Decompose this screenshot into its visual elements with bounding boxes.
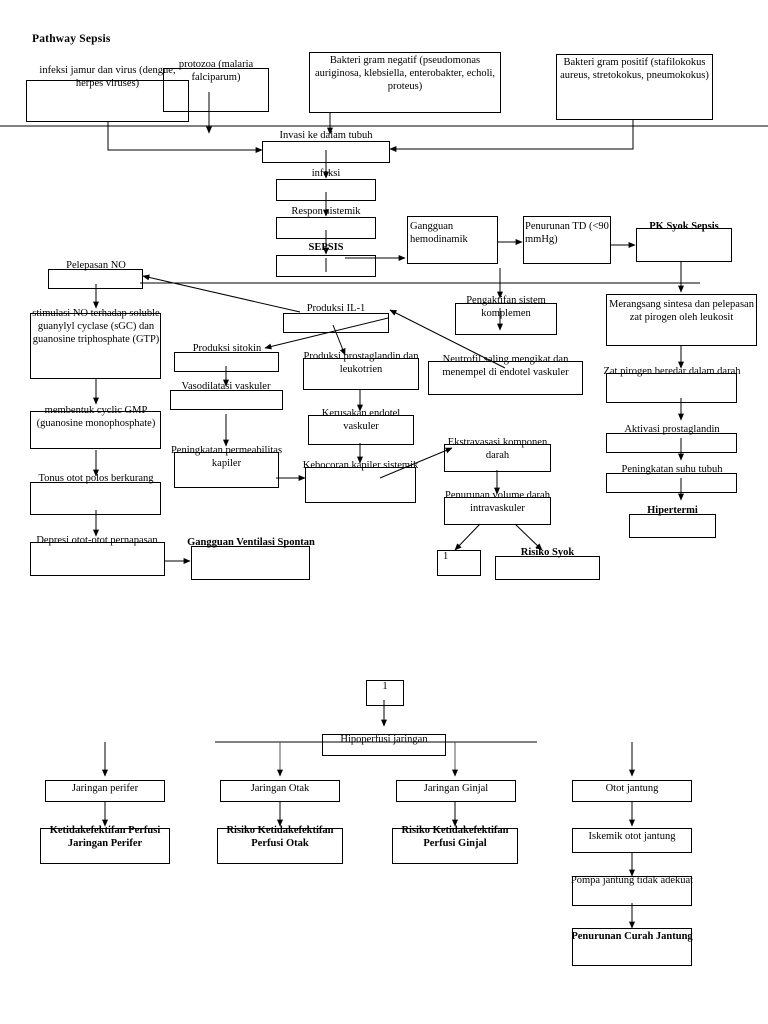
- node-label-invasi: Invasi ke dalam tubuh: [279, 130, 373, 141]
- node-label-kerusakan-endotel: Kerusakan endotel vaskuler: [321, 408, 401, 432]
- node-label-bakteri-gram-negatif: Bakteri gram negatif (pseudomonas aurigi…: [314, 55, 496, 92]
- node-label-vasodilatasi: Vasodilatasi vaskuler: [181, 381, 271, 392]
- node-label-gangguan-ventilasi: Gangguan Ventilasi Spontan: [187, 537, 315, 548]
- node-label-bakteri-gram-positif: Bakteri gram positif (stafilokokus aureu…: [560, 57, 709, 81]
- node-label-kebocoran-kapiler: Kebocoran kapiler sistemik: [302, 460, 419, 471]
- node-box-ekstravasasi[interactable]: [444, 444, 551, 472]
- page-title: Pathway Sepsis: [32, 33, 111, 45]
- node-box-iskemik-jantung[interactable]: [572, 828, 692, 853]
- node-box-jaringan-ginjal[interactable]: [396, 780, 516, 802]
- node-label-produksi-prostaglandin: Produksi prostaglandin dan leukotrien: [303, 351, 419, 375]
- node-label-tonus-otot: Tonus otot polos berkurang: [38, 473, 154, 484]
- node-box-depresi-otot[interactable]: [30, 542, 165, 576]
- node-box-kerusakan-endotel[interactable]: [308, 415, 414, 445]
- node-label-hipoperfusi: Hipoperfusi jaringan: [340, 734, 428, 745]
- node-label-produksi-il1: Produksi IL-1: [306, 303, 366, 314]
- node-box-dx-curah-jantung[interactable]: [572, 928, 692, 966]
- node-label-jaringan-perifer: Jaringan perifer: [71, 783, 139, 794]
- node-box-dx-perfusi-otak[interactable]: [217, 828, 343, 864]
- node-box-produksi-sitokin[interactable]: [174, 352, 279, 372]
- node-label-pengaktifan-komplemen: Pengaktifan sistem komplemen: [466, 295, 546, 319]
- node-box-cyclic-gmp[interactable]: [30, 411, 161, 449]
- node-label-protozoa: protozoa (malaria falciparum): [178, 59, 254, 83]
- node-label-pk-syok-sepsis: PK Syok Sepsis: [649, 221, 719, 232]
- node-label-produksi-sitokin: Produksi sitokin: [192, 343, 262, 354]
- node-label-respon-sistemik: Respon sistemik: [291, 206, 361, 217]
- node-label-pompa-jantung: Pompa jantung tidak adekuat: [570, 875, 694, 886]
- node-box-gangguan-ventilasi[interactable]: [191, 546, 310, 580]
- node-box-infeksi[interactable]: [276, 179, 376, 201]
- node-label-penurunan-volume: Penurunan volume darah intravaskuler: [445, 490, 550, 514]
- node-box-hipoperfusi[interactable]: [322, 734, 446, 756]
- node-box-jaringan-perifer[interactable]: [45, 780, 165, 802]
- node-box-penurunan-td[interactable]: [523, 216, 611, 264]
- node-label-dx-perfusi-otak: Risiko Ketidakefektifan Perfusi Otak: [226, 825, 334, 849]
- node-label-iskemik-jantung: Iskemik otot jantung: [588, 831, 676, 842]
- node-box-reference-one-bottom[interactable]: [366, 680, 404, 706]
- node-box-infeksi-jamur[interactable]: [26, 80, 189, 122]
- node-box-pk-syok-sepsis[interactable]: [636, 228, 732, 262]
- node-label-zat-pirogen: Zat pirogen beredar dalam darah: [603, 366, 741, 377]
- node-label-otot-jantung: Otot jantung: [605, 783, 659, 794]
- node-box-zat-pirogen[interactable]: [606, 373, 737, 403]
- node-box-pelepasan-no[interactable]: [48, 269, 143, 289]
- node-label-infeksi-jamur: infeksi jamur dan virus (dengue, herpes …: [39, 65, 176, 89]
- node-box-tonus-otot[interactable]: [30, 482, 161, 515]
- node-box-kebocoran-kapiler[interactable]: [305, 467, 416, 503]
- node-box-hipertermi[interactable]: [629, 514, 716, 538]
- node-label-dx-perfusi-ginjal: Risiko Ketidakefektifan Perfusi Ginjal: [401, 825, 509, 849]
- node-label-hipertermi: Hipertermi: [647, 505, 698, 516]
- node-label-reference-one-bottom: 1: [382, 681, 388, 692]
- node-label-reference-one-top: 1: [443, 551, 449, 562]
- node-label-merangsang-pirogen: Merangsang sintesa dan pelepasan zat pir…: [609, 299, 754, 323]
- node-label-cyclic-gmp: membentuk cyclic GMP (guanosine monophos…: [36, 405, 156, 429]
- node-box-protozoa[interactable]: [163, 68, 269, 112]
- node-box-produksi-il1[interactable]: [283, 313, 389, 333]
- node-box-produksi-prostaglandin[interactable]: [303, 358, 419, 390]
- node-box-penurunan-volume[interactable]: [444, 497, 551, 525]
- node-label-dx-curah-jantung: Penurunan Curah Jantung: [571, 931, 693, 942]
- node-label-penurunan-td: Penurunan TD (<90 mmHg): [525, 221, 609, 245]
- node-box-reference-one-top[interactable]: [437, 550, 481, 576]
- node-label-ekstravasasi: Ekstravasasi komponen darah: [447, 437, 548, 461]
- node-label-pelepasan-no: Pelepasan NO: [66, 260, 126, 271]
- node-box-risiko-syok[interactable]: [495, 556, 600, 580]
- node-box-sepsis[interactable]: [276, 255, 376, 277]
- node-box-peningkatan-permeabilitas[interactable]: [174, 452, 279, 488]
- node-box-dx-perfusi-perifer[interactable]: [40, 828, 170, 864]
- node-box-stimulasi-no[interactable]: [30, 313, 161, 379]
- node-box-vasodilatasi[interactable]: [170, 390, 283, 410]
- node-label-jaringan-otak: Jaringan Otak: [250, 783, 310, 794]
- node-box-jaringan-otak[interactable]: [220, 780, 340, 802]
- node-box-gangguan-hemodinamik[interactable]: [407, 216, 498, 264]
- node-box-bakteri-gram-negatif[interactable]: [309, 52, 501, 113]
- node-box-peningkatan-suhu[interactable]: [606, 473, 737, 493]
- node-box-pengaktifan-komplemen[interactable]: [455, 303, 557, 335]
- node-box-pompa-jantung[interactable]: [572, 876, 692, 906]
- node-label-infeksi: infeksi: [311, 168, 341, 179]
- node-box-merangsang-pirogen[interactable]: [606, 294, 757, 346]
- node-box-bakteri-gram-positif[interactable]: [556, 54, 713, 120]
- node-label-sepsis: SEPSIS: [308, 242, 344, 253]
- node-box-neutrofil[interactable]: [428, 361, 583, 395]
- node-label-neutrofil: Neutrofil saling mengikat dan menempel d…: [442, 354, 569, 378]
- node-label-peningkatan-permeabilitas: Peningkatan permeabilitas kapiler: [170, 445, 283, 469]
- node-box-aktivasi-prostaglandin[interactable]: [606, 433, 737, 453]
- node-box-dx-perfusi-ginjal[interactable]: [392, 828, 518, 864]
- node-box-respon-sistemik[interactable]: [276, 217, 376, 239]
- node-label-jaringan-ginjal: Jaringan Ginjal: [423, 783, 489, 794]
- node-label-depresi-otot: Depresi otot-otot pernapasan: [36, 535, 158, 546]
- node-box-invasi[interactable]: [262, 141, 390, 163]
- node-label-peningkatan-suhu: Peningkatan suhu tubuh: [621, 464, 723, 475]
- node-label-dx-perfusi-perifer: Ketidakefektifan Perfusi Jaringan Perife…: [49, 825, 161, 849]
- node-label-stimulasi-no: stimulasi NO terhadap soluble guanylyl c…: [32, 308, 160, 345]
- node-label-gangguan-hemodinamik: Gangguan hemodinamik: [410, 221, 468, 245]
- node-label-risiko-syok: Risiko Syok: [520, 547, 575, 558]
- node-label-aktivasi-prostaglandin: Aktivasi prostaglandin: [624, 424, 720, 435]
- node-box-otot-jantung[interactable]: [572, 780, 692, 802]
